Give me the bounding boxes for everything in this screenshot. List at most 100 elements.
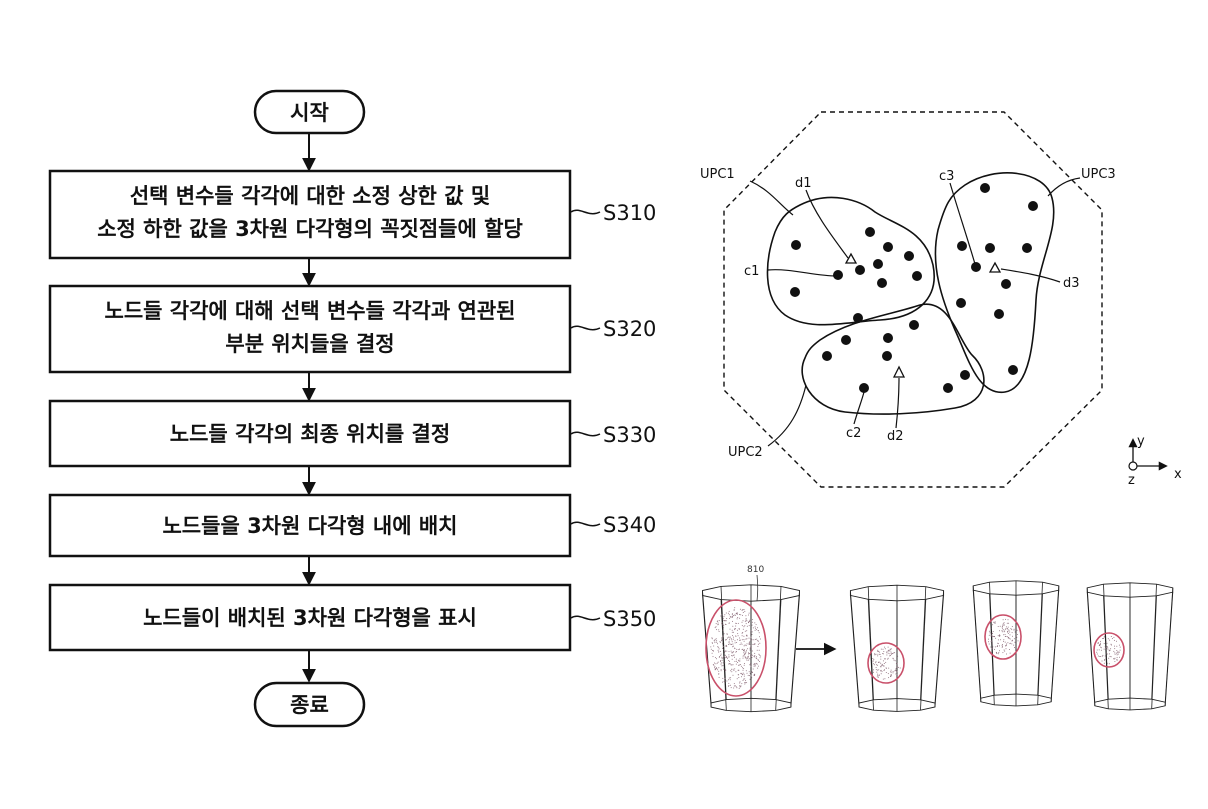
node-dot (865, 227, 875, 237)
step-code-leader (570, 431, 601, 437)
node-dot (882, 351, 892, 361)
callout-leader (756, 574, 759, 602)
prism-edge (1037, 593, 1043, 705)
node-point-cloud (871, 646, 901, 680)
cluster-highlight-ellipse (705, 599, 767, 697)
cluster-highlight-ellipse (867, 642, 905, 684)
leader-upc2 (767, 384, 807, 447)
prism-edge (850, 590, 860, 704)
step-s340: 노드들을 3차원 다각형 내에 배치 S340 (48, 493, 656, 558)
node-dot (877, 278, 887, 288)
step-text-line: 노드들 각각의 최종 위치를 결정 (170, 422, 450, 446)
node-dot (1022, 243, 1032, 253)
node-dot (904, 251, 914, 261)
leader-c2 (853, 391, 865, 425)
cluster-region-upc1 (766, 196, 935, 326)
step-box (48, 399, 572, 468)
node-dot (1001, 279, 1011, 289)
marker-d1-triangle (844, 252, 858, 264)
prism-edge (1164, 592, 1174, 706)
octagon-boundary (723, 111, 1103, 488)
node-dot (909, 320, 919, 330)
step-s310: 선택 변수들 각각에 대한 소정 상한 값 및 소정 하한 값을 3차원 다각형… (48, 169, 656, 260)
node-dot (985, 243, 995, 253)
cluster-diagram: UPC1 UPC3 UPC2 d1 c1 c3 d3 c2 d2 y x z (700, 111, 1182, 488)
node-dot (1008, 365, 1018, 375)
marker-label: d3 (1063, 276, 1080, 291)
step-code: S310 (603, 201, 656, 225)
prism-edge (1050, 590, 1060, 702)
cluster-region-upc3 (934, 172, 1055, 393)
node-dot (790, 287, 800, 297)
cylinder-sequence (702, 580, 1174, 713)
step-s320: 노드들 각각에 대해 선택 변수들 각각과 연관된 부분 위치들을 결정 S32… (48, 284, 656, 374)
prism-edge (720, 599, 727, 711)
cluster-region-upc2 (801, 303, 985, 415)
leader-d1 (805, 189, 849, 259)
prism-edge (972, 585, 982, 699)
x-axis-label: x (1174, 467, 1182, 482)
prism-edge (989, 582, 995, 696)
prism-edge (1086, 587, 1096, 703)
node-dot (971, 262, 981, 272)
centroid-label: c2 (846, 426, 861, 441)
cluster-highlight-ellipse (1093, 632, 1125, 668)
axes-indicator: y x z (1128, 434, 1182, 488)
step-code-leader (570, 209, 601, 215)
step-text-line: 선택 변수들 각각에 대한 소정 상한 값 및 (130, 184, 490, 208)
node-point-cloud (1096, 636, 1121, 665)
marker-label: d2 (887, 429, 904, 444)
marker-label: d1 (795, 176, 812, 191)
step-code-leader (570, 615, 601, 621)
prism-edge (920, 599, 927, 711)
leader-c1 (767, 269, 837, 277)
marker-d3-triangle (988, 261, 1002, 273)
step-s330: 노드들 각각의 최종 위치를 결정 S330 (48, 399, 656, 468)
node-point-cloud (710, 607, 762, 689)
node-dot (841, 335, 851, 345)
leader-d2 (895, 377, 900, 429)
step-text-line: 노드들 각각에 대해 선택 변수들 각각과 연관된 (105, 299, 516, 323)
region-label: UPC3 (1081, 167, 1116, 182)
node-dot (980, 183, 990, 193)
step-text-line: 노드들을 3차원 다각형 내에 배치 (162, 514, 457, 538)
node-dot (960, 370, 970, 380)
node-point-cloud (988, 618, 1019, 655)
leader-upc3 (1047, 177, 1081, 197)
prism-edge (775, 586, 782, 700)
step-box (48, 583, 572, 652)
node-dot (833, 270, 843, 280)
prism-wireframe (1086, 582, 1174, 711)
prism-edge (867, 586, 874, 700)
node-dot (956, 298, 966, 308)
start-label: 시작 (290, 101, 329, 125)
step-text-line: 소정 하한 값을 3차원 다각형의 꼭짓점들에 할당 (97, 217, 523, 241)
prism-edge (1103, 595, 1109, 709)
leader-c3 (949, 182, 976, 265)
node-dot (943, 383, 953, 393)
prism-wireframe (849, 584, 945, 712)
callout-label: 810 (747, 565, 764, 575)
flowchart: 시작 선택 변수들 각각에 대한 소정 상한 값 및 소정 하한 값을 3차원 … (48, 89, 656, 728)
node-dot (1028, 201, 1038, 211)
y-axis-label: y (1137, 434, 1145, 449)
centroid-label: c3 (939, 169, 954, 184)
end-terminator (253, 681, 366, 728)
prism-edge (1037, 582, 1043, 696)
region-label: UPC1 (700, 167, 735, 182)
step-box (48, 284, 572, 374)
step-s350: 노드들이 배치된 3차원 다각형을 표시 S350 (48, 583, 656, 652)
prism-wireframe (972, 580, 1060, 707)
node-dot (994, 309, 1004, 319)
z-axis-label: z (1128, 473, 1135, 488)
step-code: S320 (603, 317, 656, 341)
prism-edge (920, 586, 927, 700)
node-dot (791, 240, 801, 250)
node-dot (859, 383, 869, 393)
step-code-leader (570, 521, 601, 527)
prism-edge (1151, 595, 1157, 709)
prism-edge (934, 595, 944, 708)
prism-wireframe (702, 584, 800, 713)
node-dot (873, 259, 883, 269)
